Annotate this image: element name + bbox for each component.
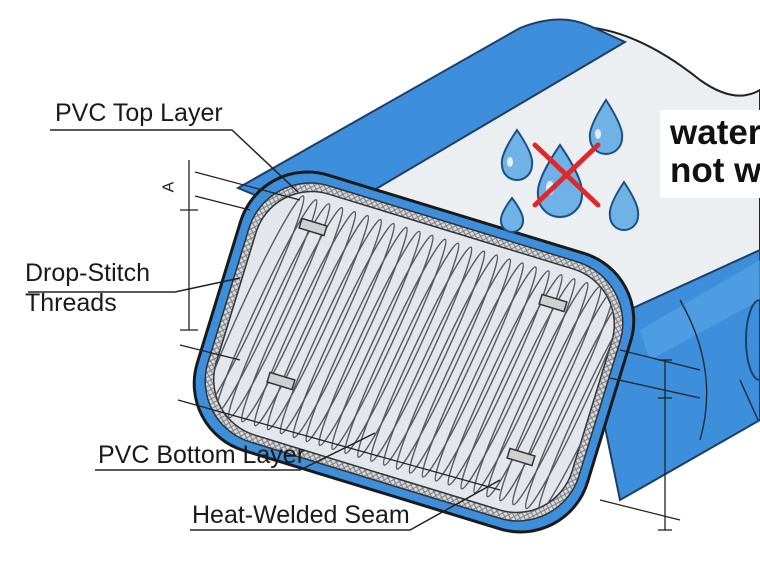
seam-tabs bbox=[266, 217, 568, 467]
thread-loop bbox=[486, 282, 589, 498]
thread-loop bbox=[357, 242, 460, 458]
thread-loop bbox=[266, 214, 370, 431]
thread-loop bbox=[447, 270, 550, 486]
label-heat-welded-seam: Heat-Welded Seam bbox=[192, 501, 410, 529]
no-water-cross-icon bbox=[532, 142, 601, 208]
label-drop-stitch-line-2: Threads bbox=[25, 289, 117, 317]
thread-loop bbox=[344, 238, 447, 455]
thread-loop bbox=[279, 218, 383, 435]
label-dimension-a: A bbox=[160, 181, 178, 193]
thread-loop bbox=[499, 285, 602, 502]
thread-loop bbox=[240, 207, 344, 423]
thread-loop bbox=[369, 246, 473, 462]
pvc-top-band bbox=[235, 18, 628, 224]
callout-line-1: water bbox=[670, 113, 760, 152]
thread-loop bbox=[292, 222, 395, 439]
thread-loop bbox=[331, 234, 434, 451]
thread-loop bbox=[305, 226, 408, 443]
label-drop-stitch-line-1: Drop-Stitch bbox=[25, 259, 151, 287]
thread-loop bbox=[460, 274, 563, 490]
dimension-lines bbox=[177, 160, 759, 531]
label-pvc-top-layer: PVC Top Layer bbox=[55, 99, 223, 127]
thread-loop bbox=[395, 254, 499, 470]
thread-loop bbox=[421, 262, 525, 478]
leader-lines bbox=[28, 129, 501, 531]
thread-loop bbox=[382, 250, 486, 466]
thread-loop bbox=[408, 258, 512, 474]
callout-line-2: not w bbox=[670, 151, 760, 190]
side-wall-shade bbox=[640, 260, 760, 360]
label-pvc-bottom-layer: PVC Bottom Layer bbox=[98, 441, 306, 469]
thread-loop bbox=[227, 203, 331, 419]
side-rim bbox=[745, 299, 760, 381]
thread-loop bbox=[253, 210, 357, 427]
callout-box bbox=[660, 110, 760, 198]
thread-loop bbox=[473, 278, 576, 494]
drop-stitch-threads bbox=[202, 195, 629, 514]
thread-loop bbox=[318, 230, 421, 447]
thread-loop bbox=[434, 266, 537, 482]
